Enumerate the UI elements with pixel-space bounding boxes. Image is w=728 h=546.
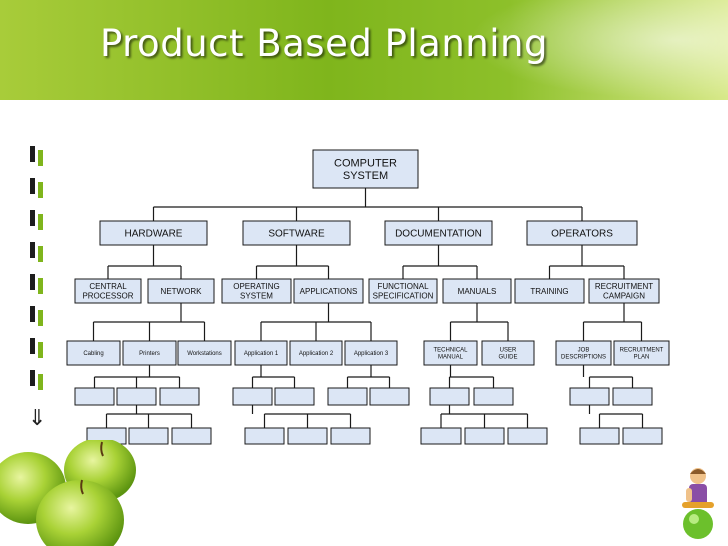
node-label: TECHNICAL (433, 348, 468, 354)
node-label: DOCUMENTATION (395, 229, 482, 240)
node-blank (287, 427, 328, 445)
node-label: SOFTWARE (268, 229, 325, 240)
node-label: PLAN (634, 355, 650, 361)
node-label: Application 2 (299, 351, 334, 357)
title-banner (0, 0, 728, 100)
node-level3: Application 1 (234, 340, 288, 366)
node-label: OPERATORS (551, 229, 613, 240)
node-label: RECRUITMENT (620, 348, 664, 354)
node-blank (330, 427, 371, 445)
node-blank (116, 387, 157, 406)
node-level2: TRAINING (514, 278, 585, 304)
node-blank (232, 387, 273, 406)
node-level1: HARDWARE (99, 220, 208, 246)
node-label: MANUALS (458, 287, 497, 296)
node-level1: OPERATORS (526, 220, 638, 246)
node-blank (74, 387, 115, 406)
node-blank (369, 387, 410, 406)
node-blank (622, 427, 663, 445)
node-label: MANUAL (438, 355, 464, 361)
node-level3: Printers (122, 340, 177, 366)
node-blank (569, 387, 610, 406)
node-blank (274, 387, 315, 406)
node-blank (159, 387, 200, 406)
node-label: GUIDE (498, 355, 517, 361)
node-label: APPLICATIONS (300, 287, 358, 296)
node-label: Cabling (83, 351, 103, 357)
node-label: NETWORK (161, 287, 203, 296)
node-blank (420, 427, 462, 445)
node-blank (429, 387, 470, 406)
node-level2: NETWORK (147, 278, 215, 304)
node-label: JOB (578, 348, 590, 354)
node-label: CAMPAIGN (603, 291, 645, 300)
node-blank (473, 387, 514, 406)
node-label: Workstations (187, 351, 222, 357)
node-level2: MANUALS (442, 278, 512, 304)
node-level1: DOCUMENTATION (384, 220, 493, 246)
node-blank (507, 427, 548, 445)
node-blank (171, 427, 212, 445)
arrow-head-icon: ⇓ (28, 406, 47, 431)
node-label: Application 3 (354, 351, 389, 357)
node-label: FUNCTIONAL (377, 282, 429, 291)
node-label: Printers (139, 351, 160, 357)
node-label: DESCRIPTIONS (561, 355, 606, 361)
node-blank (612, 387, 653, 406)
page-title: Product Based Planning (100, 22, 548, 65)
node-level3: Cabling (66, 340, 121, 366)
node-label: OPERATING (233, 282, 280, 291)
node-label: SYSTEM (240, 291, 273, 300)
node-label: Application 1 (244, 351, 279, 357)
node-label: SYSTEM (343, 170, 388, 182)
node-blank (579, 427, 620, 445)
node-label: CENTRAL (89, 282, 127, 291)
node-blank (464, 427, 505, 445)
node-level1: SOFTWARE (242, 220, 351, 246)
node-label: COMPUTER (334, 158, 397, 170)
node-level2: APPLICATIONS (293, 278, 364, 304)
node-label: HARDWARE (125, 229, 183, 240)
node-label: USER (500, 348, 517, 354)
node-level3: Application 2 (289, 340, 343, 366)
node-label: SPECIFICATION (373, 291, 434, 300)
node-label: PROCESSOR (82, 291, 133, 300)
node-blank (128, 427, 169, 445)
node-label: TRAINING (530, 287, 568, 296)
person-on-ball-icon (682, 468, 714, 539)
node-blank (327, 387, 368, 406)
node-blank (244, 427, 285, 445)
node-label: RECRUITMENT (595, 282, 653, 291)
connector-lines (92, 188, 644, 428)
node-level3: Application 3 (344, 340, 398, 366)
green-apples-icon (0, 440, 136, 546)
node-level3: Workstations (177, 340, 232, 366)
